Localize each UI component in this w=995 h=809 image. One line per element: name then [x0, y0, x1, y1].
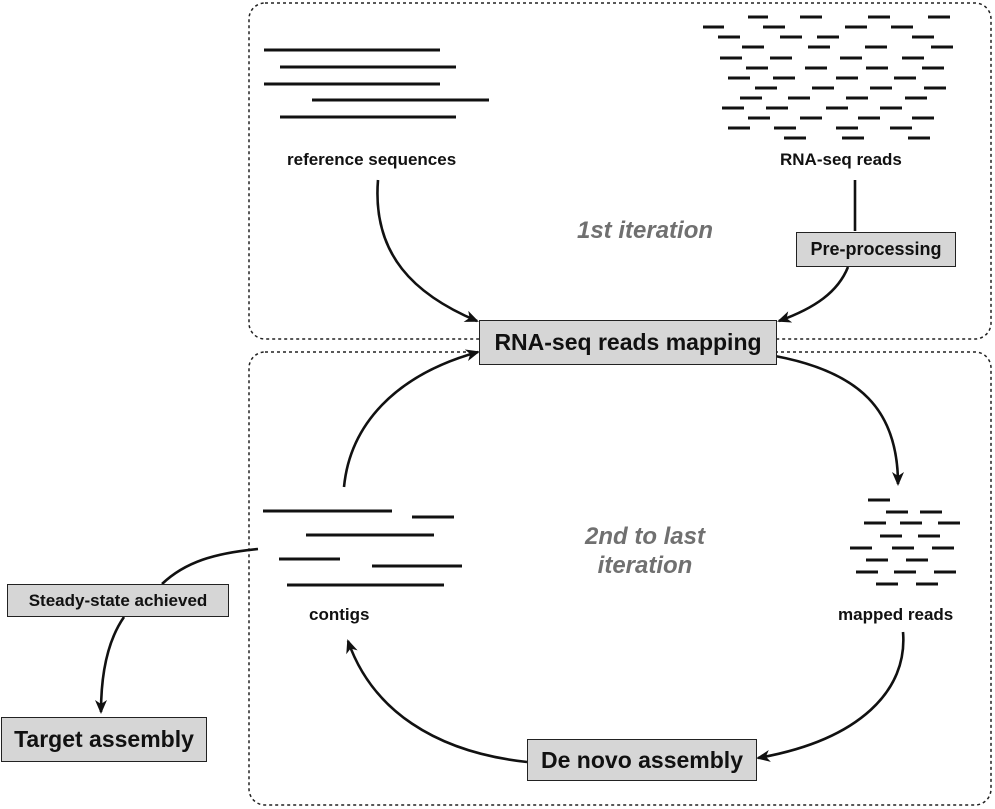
arrow-mapping-to-mapped-reads: [774, 354, 904, 486]
reference-sequences-label: reference sequences: [287, 150, 457, 169]
preprocessing-box: Pre-processing: [796, 232, 956, 267]
arrow-mapped-reads-to-denovo: [756, 631, 905, 762]
contigs-glyph: [263, 509, 462, 587]
arrow-contigs-to-mapping: [342, 349, 480, 488]
second-iteration-label: 2nd to last iteration: [530, 522, 760, 580]
mapped-reads-label: mapped reads: [838, 605, 954, 624]
mapping-box: RNA-seq reads mapping: [479, 320, 777, 365]
target-assembly-box: Target assembly: [1, 717, 207, 762]
first-iteration-label: 1st iteration: [530, 216, 760, 245]
second-iteration-line1: 2nd to last: [584, 523, 705, 550]
mapped-reads-glyph: [850, 498, 960, 586]
first-iteration-text: 1st iteration: [576, 217, 714, 244]
steady-state-box: Steady-state achieved: [7, 584, 229, 617]
arrow-denovo-to-contigs: [346, 639, 528, 764]
first-iteration-panel: [248, 2, 992, 340]
arrow-reference-to-mapping: [376, 179, 479, 323]
second-iteration-line2: iteration: [597, 552, 693, 579]
denovo-box: De novo assembly: [527, 739, 757, 781]
reference-sequences-glyph: [264, 48, 489, 119]
rnaseq-reads-glyph: [703, 15, 953, 140]
rnaseq-reads-label: RNA-seq reads: [780, 150, 902, 169]
arrow-preprocessing-to-mapping: [777, 266, 850, 323]
arrow-steady-state-to-target: [95, 616, 126, 714]
contigs-label: contigs: [309, 605, 370, 624]
arrow-contigs-to-steady-state: [161, 547, 259, 585]
